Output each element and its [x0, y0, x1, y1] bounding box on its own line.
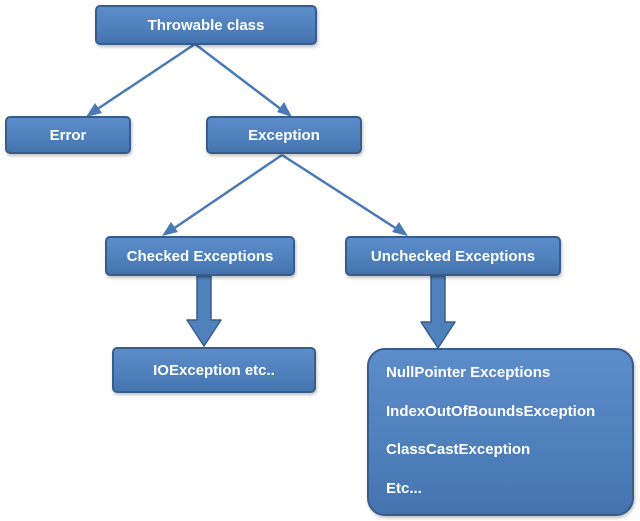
arrowhead-unchecked: [392, 222, 408, 236]
arrow-exception-to-checked: [172, 153, 283, 231]
node-unchecked-examples: NullPointer Exceptions IndexOutOfBoundsE…: [367, 348, 634, 516]
arrowhead-error: [86, 103, 102, 117]
node-ioexception: IOException etc..: [112, 347, 316, 393]
arrowhead-checked: [162, 222, 178, 236]
node-unchecked-exceptions-label: Unchecked Exceptions: [370, 247, 536, 265]
node-checked-exceptions-label: Checked Exceptions: [126, 247, 274, 265]
node-unchecked-exceptions: Unchecked Exceptions: [345, 236, 561, 276]
list-item-classcast-exception: ClassCastException: [386, 441, 531, 458]
node-exception-label: Exception: [248, 126, 320, 144]
node-checked-exceptions: Checked Exceptions: [105, 236, 295, 276]
ioexception-trailing-dots: ..: [266, 361, 275, 379]
node-throwable-class-label: Throwable class: [147, 16, 265, 34]
list-item-nullpointer-exceptions: NullPointer Exceptions: [386, 364, 551, 381]
arrow-throwable-to-error: [95, 42, 196, 112]
arrowhead-exception: [277, 102, 292, 117]
node-exception: Exception: [206, 116, 362, 154]
arrow-exception-to-unchecked: [281, 153, 398, 231]
node-error: Error: [5, 116, 131, 154]
arrow-throwable-to-exception: [194, 43, 283, 111]
node-throwable-class: Throwable class: [95, 5, 317, 45]
list-item-etc: Etc...: [386, 479, 422, 497]
block-arrow-checked-to-io: [186, 275, 222, 347]
list-item-indexoutofbounds-exception: IndexOutOfBoundsException: [386, 402, 596, 420]
node-error-label: Error: [49, 126, 87, 144]
block-arrow-unchecked-to-examples: [420, 275, 456, 349]
node-ioexception-label: IOException etc..: [153, 362, 275, 379]
ioexception-text: IOException etc: [153, 361, 267, 379]
